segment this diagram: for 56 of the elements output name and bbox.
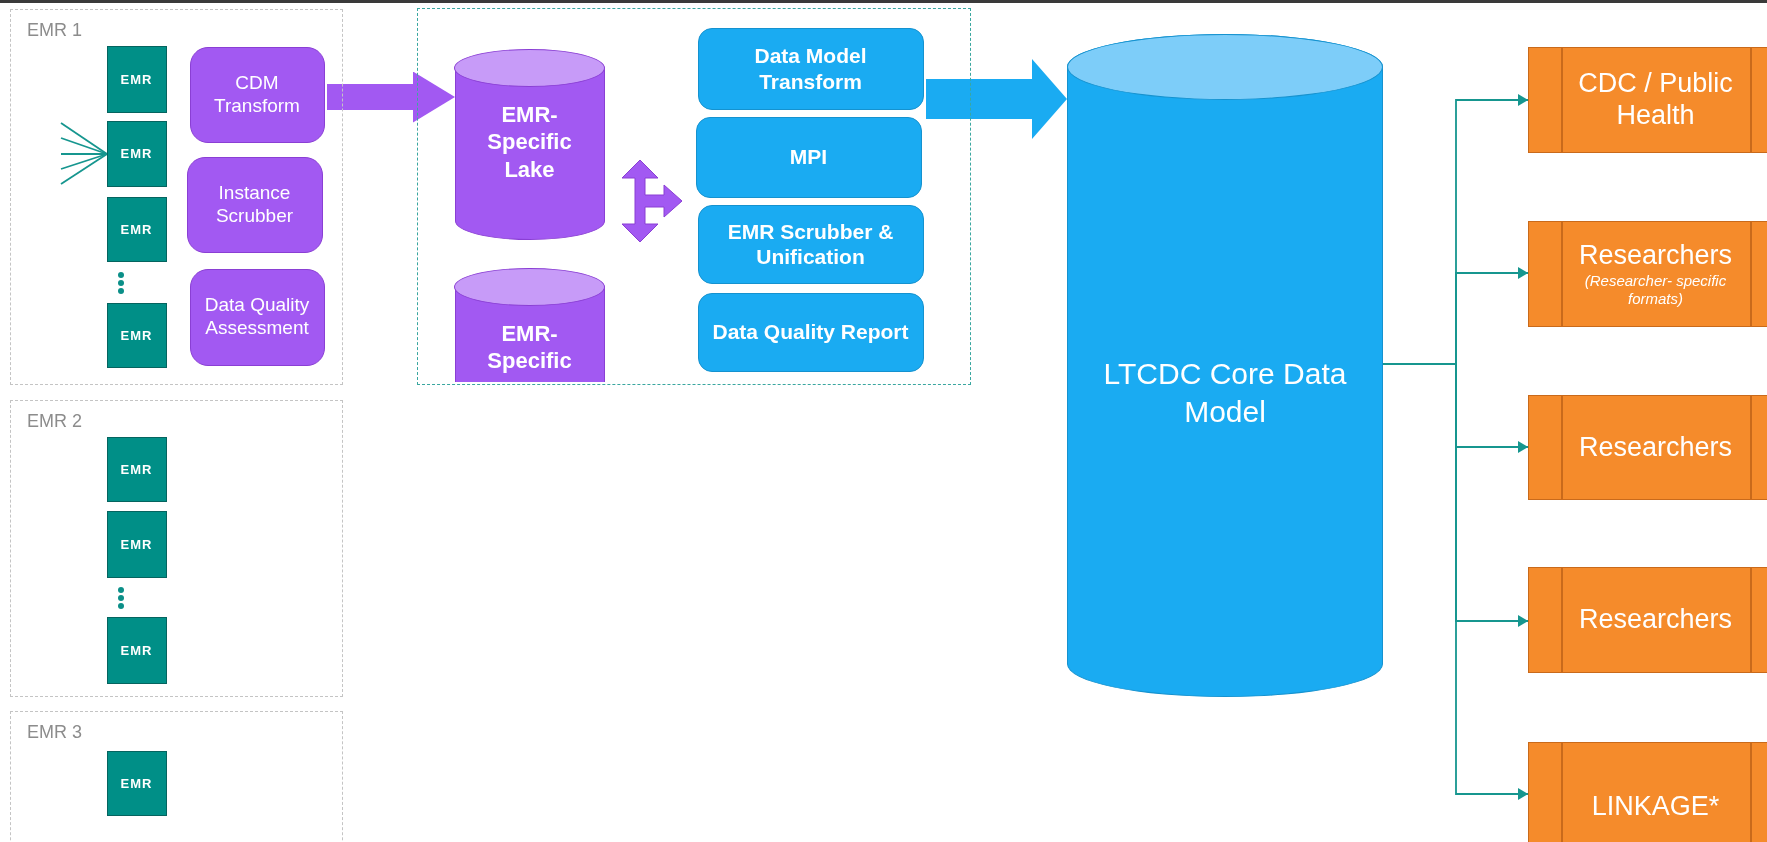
process-box [189,46,325,143]
database-cylinder [454,49,605,240]
node-label: Researchers [1577,240,1734,272]
node-label: Data Model Transform [753,43,868,94]
node-label: Researchers [1577,604,1734,636]
node-label: CDC / Public Health [1577,68,1734,132]
process-box [1528,567,1767,673]
node-label: Data Quality Report [712,319,909,345]
node-label: EMR- Specific Lake [486,100,573,183]
emr-box [106,750,167,816]
emr-box [106,302,167,368]
node-label: LTCDC Core Data Model [1102,356,1348,430]
connector-line [60,153,108,185]
process-box [186,156,323,253]
process-box [189,268,325,366]
node-label: MPI [789,144,828,170]
process-box [697,204,924,284]
node-label: Instance Scrubber [214,181,295,228]
node-label: EMR Scrubber & Unification [726,218,895,270]
process-box [1528,221,1767,327]
node-label: CDM Transform [213,71,301,118]
node-label: Data Quality Assessment [203,294,311,340]
connector-line [60,153,108,155]
emr-box [106,120,167,187]
node-label: EMR [120,221,153,237]
node-subtitle: (Researcher- specific formats) [1583,271,1728,308]
emr-box [106,436,167,502]
dashed-group-panel [10,9,343,385]
node-label: EMR [120,146,153,161]
database-cylinder [454,268,605,382]
process-box [1528,395,1767,500]
process-box [1528,47,1767,153]
emr-box [106,45,167,113]
emr-box [106,616,167,684]
node-label: EMR [120,642,153,658]
process-box [697,292,924,372]
node-label: EMR [120,327,153,343]
node-label: EMR [120,775,153,791]
process-box [697,27,924,110]
block-arrow [926,59,1067,139]
node-label: EMR- Specific [486,319,573,375]
node-label: LINKAGE* [1590,791,1721,823]
node-label: Researchers [1577,431,1734,464]
emr-box [106,510,167,578]
block-arrow [327,71,455,123]
node-label: EMR [120,461,153,477]
emr-box [106,196,167,262]
dashed-frame [417,8,971,385]
node-label: EMR 1 [27,20,82,41]
process-box [695,116,922,198]
dashed-group-panel [10,400,343,697]
connector-line [60,122,108,155]
node-label: EMR [120,71,153,87]
node-label: EMR 3 [27,722,82,743]
node-label: EMR [120,536,153,552]
node-label: EMR 2 [27,411,82,432]
